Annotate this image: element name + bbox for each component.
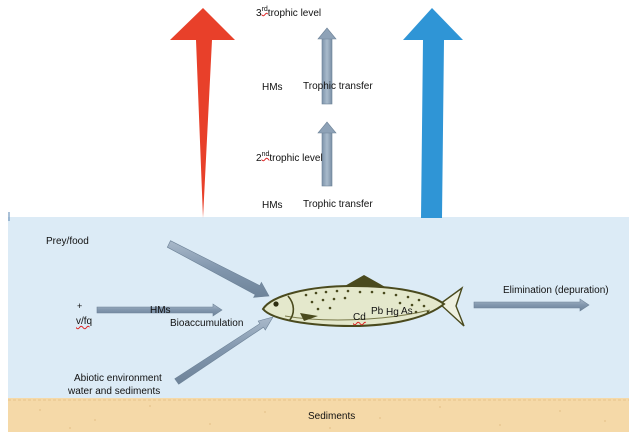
fish-belly-line (284, 309, 431, 321)
fish-illustration (261, 275, 465, 328)
fish-tail-fin (438, 286, 465, 327)
third-trophic-level-label: 3rdtrophic level (256, 6, 322, 21)
bioaccumulation-label: Bioaccumulation (170, 318, 244, 329)
water-sediments-label: water and sediments (68, 386, 161, 397)
second-trophic-level-label: 2ndtrophic level (256, 151, 323, 166)
sediments-label: Sediments (308, 411, 356, 422)
sediment-texture (39, 405, 606, 429)
elimination-arrow (473, 298, 590, 312)
metal-cd-label: Cd (353, 312, 366, 323)
third-level-suffix: rd (261, 6, 268, 13)
fish-spots (304, 289, 430, 314)
elimination-label: Elimination (depuration) (503, 285, 609, 296)
upper-trophic-transfer-label: Trophic transfer (303, 81, 373, 92)
prey-food-label: Prey/food (46, 236, 89, 247)
metal-as-label: As (401, 306, 413, 317)
fish-pectoral-fin (300, 313, 318, 321)
hms-uptake-arrow (96, 303, 223, 317)
metal-pb-label: Pb (371, 306, 384, 317)
abiotic-environment-label: Abiotic environment (74, 373, 162, 384)
water-hms-label: HMs (150, 305, 171, 316)
abiotic-environment-arrow (174, 316, 274, 385)
red-biomagnification-arrow (170, 8, 235, 218)
plus-sign: + (77, 301, 83, 311)
fish-dorsal-fin (343, 275, 387, 288)
second-level-number: 2 (256, 153, 262, 164)
metal-hg-label: Hg (386, 307, 399, 318)
upper-trophic-transfer-arrow (317, 27, 337, 105)
upper-hms-label: HMs (262, 82, 283, 93)
lower-trophic-transfer-label: Trophic transfer (303, 199, 373, 210)
fish-gill-line (287, 295, 295, 322)
fish-eye (273, 301, 279, 307)
lower-hms-label: HMs (262, 200, 283, 211)
v-fq-label: v/fq (76, 316, 93, 327)
sediment-layer (8, 398, 629, 432)
third-level-text: trophic level (267, 8, 322, 19)
blue-arrow (403, 8, 463, 218)
second-level-text: trophic level (269, 153, 323, 164)
lower-trophic-transfer-arrow (317, 121, 337, 187)
second-level-suffix: nd (261, 151, 270, 158)
prey-food-arrow (166, 240, 270, 298)
third-level-number: 3 (256, 8, 262, 19)
